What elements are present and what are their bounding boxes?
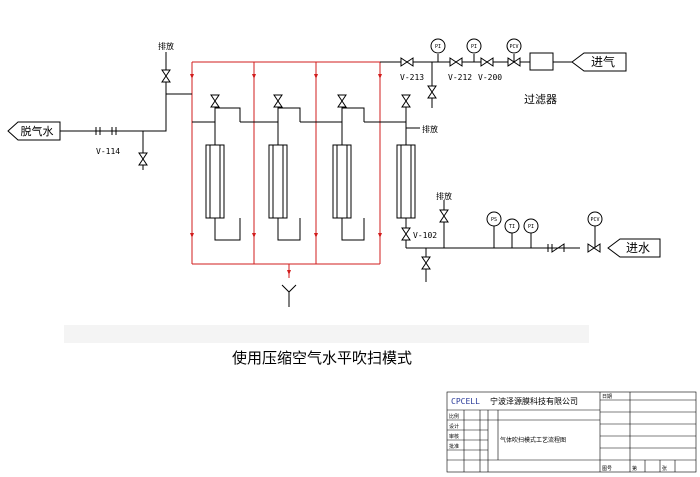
valve-module-3 (337, 94, 347, 108)
title-block-no: 图号 (602, 466, 612, 472)
inlet-water-label: 进水 (626, 241, 650, 255)
valve-tag-v102: V-102 (413, 231, 437, 240)
outlet-water-label: 脱气水 (21, 124, 54, 138)
title-block-approve: 批准 (449, 443, 459, 450)
instrument-pi-3 (523, 218, 539, 234)
title-block-sheet: 第 (632, 465, 637, 472)
flow-arrows (190, 74, 382, 275)
membrane-module-3 (332, 144, 352, 219)
inlet-gas-label: 进气 (591, 54, 615, 69)
diagram-caption: 使用压缩空气水平吹扫模式 (232, 349, 412, 367)
svg-text:PI: PI (435, 44, 441, 50)
check-valve-outlet (95, 127, 117, 135)
valve-bottom-drain (421, 256, 431, 270)
check-valve-water (547, 243, 565, 253)
title-block-check: 审核 (449, 433, 459, 440)
title-block-company: 宁波泽源膜科技有限公司 (490, 396, 578, 406)
svg-text:TI: TI (509, 224, 515, 230)
title-block-drawing-title: 气体吹扫模式工艺流程图 (500, 436, 566, 444)
filter-label: 过滤器 (524, 93, 557, 106)
red-piping (191, 61, 513, 278)
instrument-ti (504, 218, 520, 234)
svg-text:PI: PI (528, 224, 534, 230)
title-block-total: 张 (662, 465, 667, 472)
svg-text:PS: PS (491, 217, 497, 223)
valve-v114 (138, 152, 148, 166)
svg-text:PI: PI (471, 44, 477, 50)
valve-pcv-water (587, 243, 601, 253)
caption-band (64, 325, 589, 343)
inlet-gas-tag (571, 52, 627, 72)
title-block-scale: 比例 (449, 413, 459, 420)
valves (95, 57, 601, 270)
valve-tag-v200: V-200 (478, 73, 502, 82)
title-block (446, 391, 697, 473)
instrument-pi-1 (430, 38, 446, 54)
title-block-date: 日期 (602, 394, 612, 400)
svg-text:PCV: PCV (590, 217, 599, 223)
title-block-brand: CPCELL (451, 397, 480, 406)
valve-bottom-vent (439, 209, 449, 223)
valve-top-vent (161, 69, 171, 83)
instrument-tags: PI PI PCV PS TI PI PCV (435, 44, 600, 230)
instrument-ps (486, 211, 502, 227)
vent-label-top: 排放 (158, 41, 174, 51)
svg-text:PCV: PCV (509, 44, 518, 50)
title-block-drawn: 设计 (449, 423, 459, 430)
outlet-water-tag (7, 121, 61, 141)
membrane-module-1 (205, 144, 225, 219)
vent-label-bottom: 排放 (436, 191, 452, 201)
valve-module-4 (401, 94, 411, 108)
membrane-module-2 (268, 144, 288, 219)
vent-label-mid: 排放 (422, 124, 438, 134)
instrument-pcv-2 (587, 211, 603, 227)
valve-tag-v213: V-213 (400, 73, 424, 82)
valve-tag-v212: V-212 (448, 73, 472, 82)
valve-top-drain (427, 85, 437, 99)
valve-pcv-gas (507, 57, 521, 67)
valve-module-2 (273, 94, 283, 108)
inlet-water-tag (607, 238, 661, 258)
instruments (430, 38, 603, 234)
instrument-pcv-1 (506, 38, 522, 54)
valve-v213 (400, 57, 414, 67)
valve-v102 (401, 227, 411, 241)
valve-tag-v114: V-114 (96, 147, 120, 156)
instrument-pi-2 (466, 38, 482, 54)
valve-v212 (449, 57, 463, 67)
membrane-module-4 (396, 144, 416, 219)
valve-v200 (480, 57, 494, 67)
membrane-modules (205, 144, 416, 219)
flow-tags (7, 52, 661, 258)
valve-module-1 (210, 94, 220, 108)
filter-box (529, 52, 554, 71)
black-piping (60, 52, 596, 307)
